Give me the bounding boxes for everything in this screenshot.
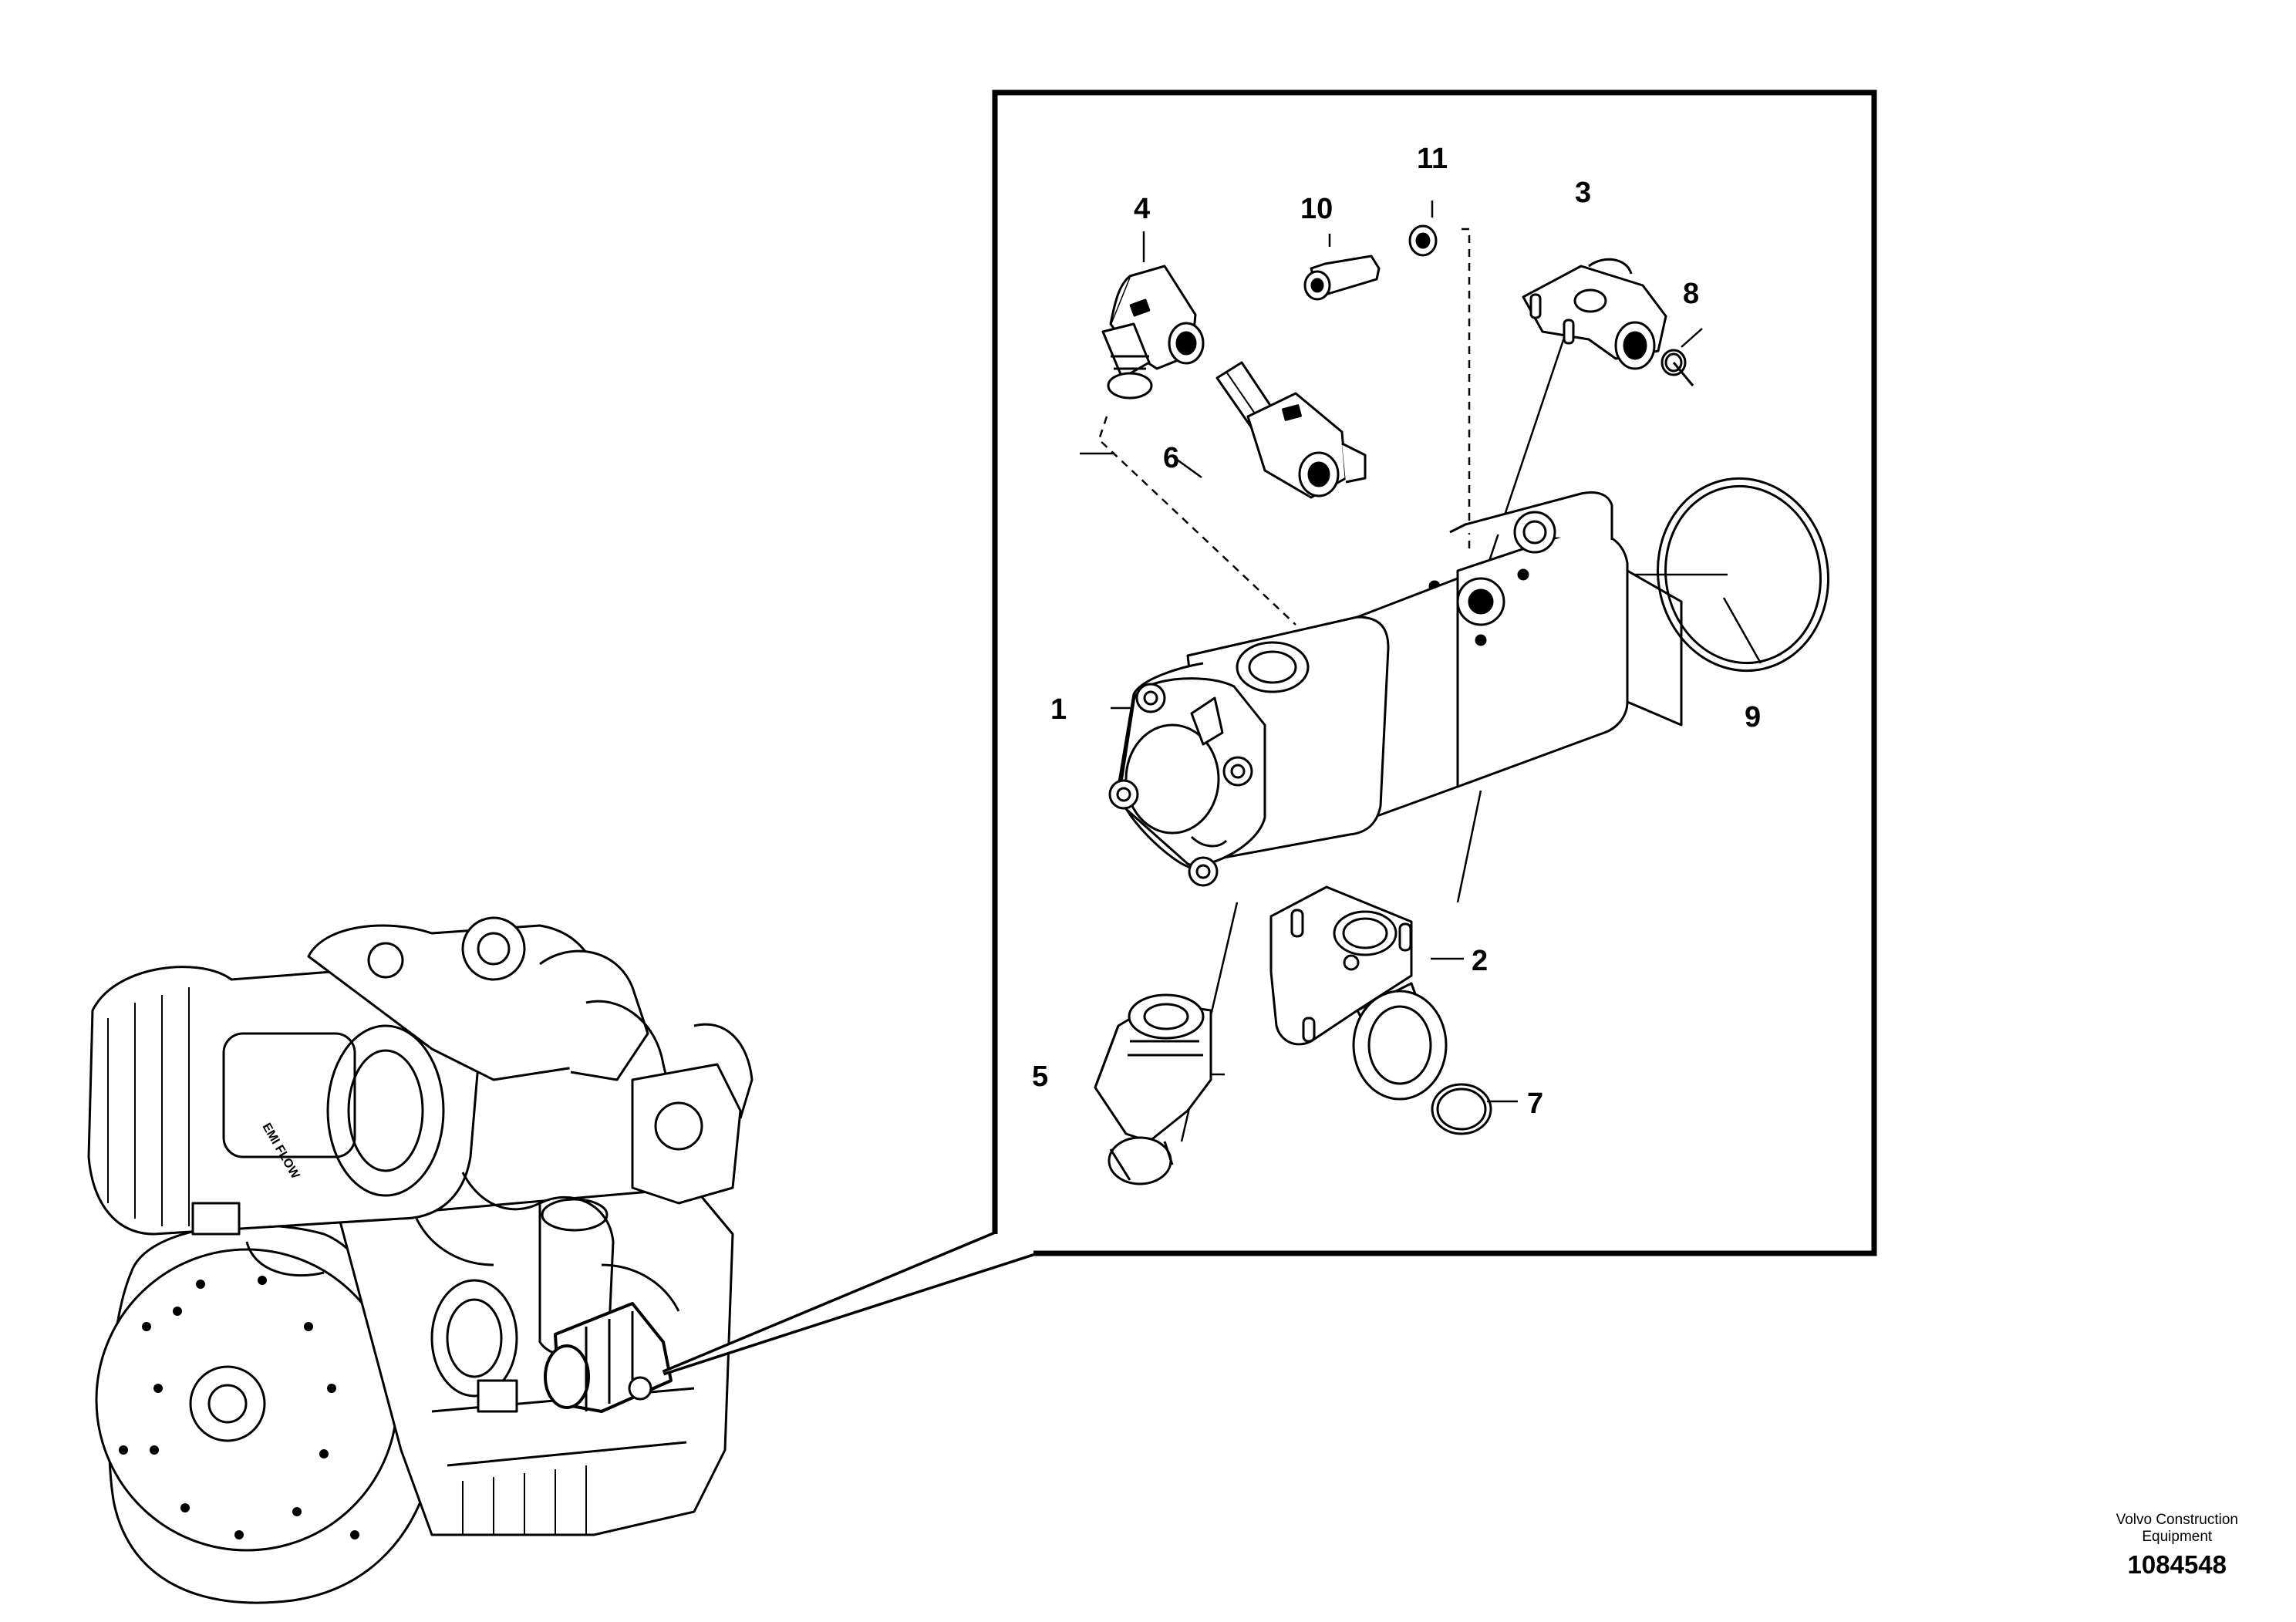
credit-line-2: Equipment [2142,1529,2213,1545]
callout-5: 5 [1032,1061,1048,1093]
engine-overview-illustration: EMI FLOW [87,916,754,1604]
part-11-washer [1408,224,1438,257]
callout-3: 3 [1575,177,1591,209]
callout-1: 1 [1050,693,1067,726]
part-8-o-ring [1660,349,1694,386]
callout-4: 4 [1134,193,1150,225]
callout-2: 2 [1472,945,1488,977]
part-7-o-ring [1431,1083,1492,1135]
part-1-gear-pump [1108,491,1683,887]
flywheel-bolt-holes [119,1276,359,1539]
publisher-credit: Volvo Construction Equipment 1084548 [2116,1512,2238,1580]
illustration-number: 1084548 [2127,1550,2227,1579]
part-6-connector [1215,361,1367,499]
part-2-flange [1269,885,1448,1101]
callout-10: 10 [1300,193,1333,225]
part-10-screw [1303,255,1381,301]
callout-labels: 1 2 3 4 5 6 7 8 9 10 11 [1032,143,1761,1120]
callout-9: 9 [1745,701,1761,733]
callout-6: 6 [1163,442,1179,474]
callout-11: 11 [1417,143,1448,175]
callout-7: 7 [1527,1088,1543,1120]
assembly-dashed-lines [1097,228,1471,626]
credit-line-1: Volvo Construction [2116,1512,2238,1528]
pump-location-highlight [544,1302,673,1413]
part-4-elbow-fitting [1101,265,1205,400]
part-3-flange [1522,258,1667,370]
part-5-elbow-pipe [1094,993,1212,1185]
callout-8: 8 [1683,278,1699,310]
part-9-large-o-ring [1657,477,1829,673]
